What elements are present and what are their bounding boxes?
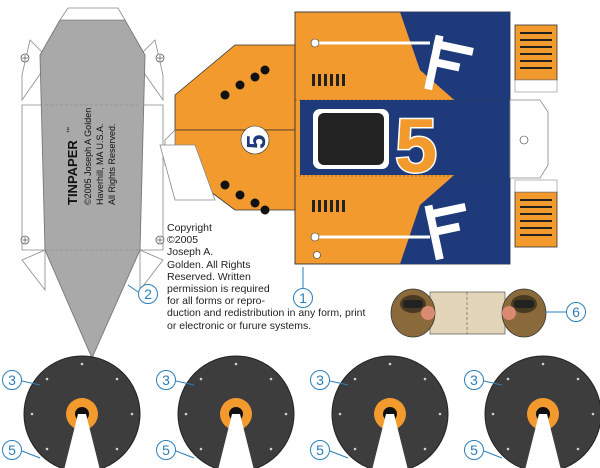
copyright-line: Copyright	[167, 222, 212, 234]
copyright-line: ©2005	[167, 234, 199, 247]
tinpaper-trademark: ™	[66, 127, 73, 133]
vent-icon	[312, 74, 345, 212]
copyright-line: permission is required	[167, 283, 270, 296]
copyright-line: Joseph A.	[167, 246, 214, 259]
nose-dots	[220, 65, 270, 215]
side-text-line-1: ©2005 Joseph A Golden	[83, 108, 93, 205]
tinpaper-logo: TINPAPER	[65, 140, 80, 205]
car-number-big: 5	[395, 104, 437, 189]
wheel-label-5: 5	[2, 440, 22, 460]
driver-part	[390, 288, 547, 338]
side-text-line-3: All Rights Reserved.	[107, 123, 117, 205]
copyright-line: for all forms or repro-	[167, 295, 266, 308]
wheel-part	[484, 355, 600, 468]
copyright-line: Reserved. Written	[167, 270, 251, 283]
car-number-nose: 5	[241, 135, 271, 149]
wheel-label-5: 5	[156, 440, 176, 460]
wheel-part	[177, 355, 295, 468]
copyright-line: duction and redistribution in any form, …	[167, 307, 366, 320]
wheel-label-5: 5	[464, 440, 484, 460]
part-label-1: 1	[293, 288, 313, 308]
wheel-label-3: 3	[464, 370, 484, 390]
side-text-line-2: Haverhill, MA U.S.A.	[95, 123, 105, 205]
base-panel-part: TINPAPER ™ ©2005 Joseph A Golden Haverhi…	[20, 7, 165, 360]
wheel-label-3: 3	[310, 370, 330, 390]
wheel-part	[23, 355, 141, 468]
copyright-line: or electronic or furure systems.	[167, 319, 312, 332]
wheel-part	[331, 355, 449, 468]
part-label-2: 2	[138, 284, 158, 304]
part-label-6: 6	[566, 302, 586, 322]
copyright-line: Golden. All Rights	[167, 258, 251, 271]
wheel-label-5: 5	[310, 440, 330, 460]
copyright-notice: Copyright ©2005 Joseph A. Golden. All Ri…	[167, 222, 366, 332]
wheel-label-3: 3	[156, 370, 176, 390]
wheel-label-3: 3	[2, 370, 22, 390]
car-body-part: 5 5	[159, 11, 558, 265]
